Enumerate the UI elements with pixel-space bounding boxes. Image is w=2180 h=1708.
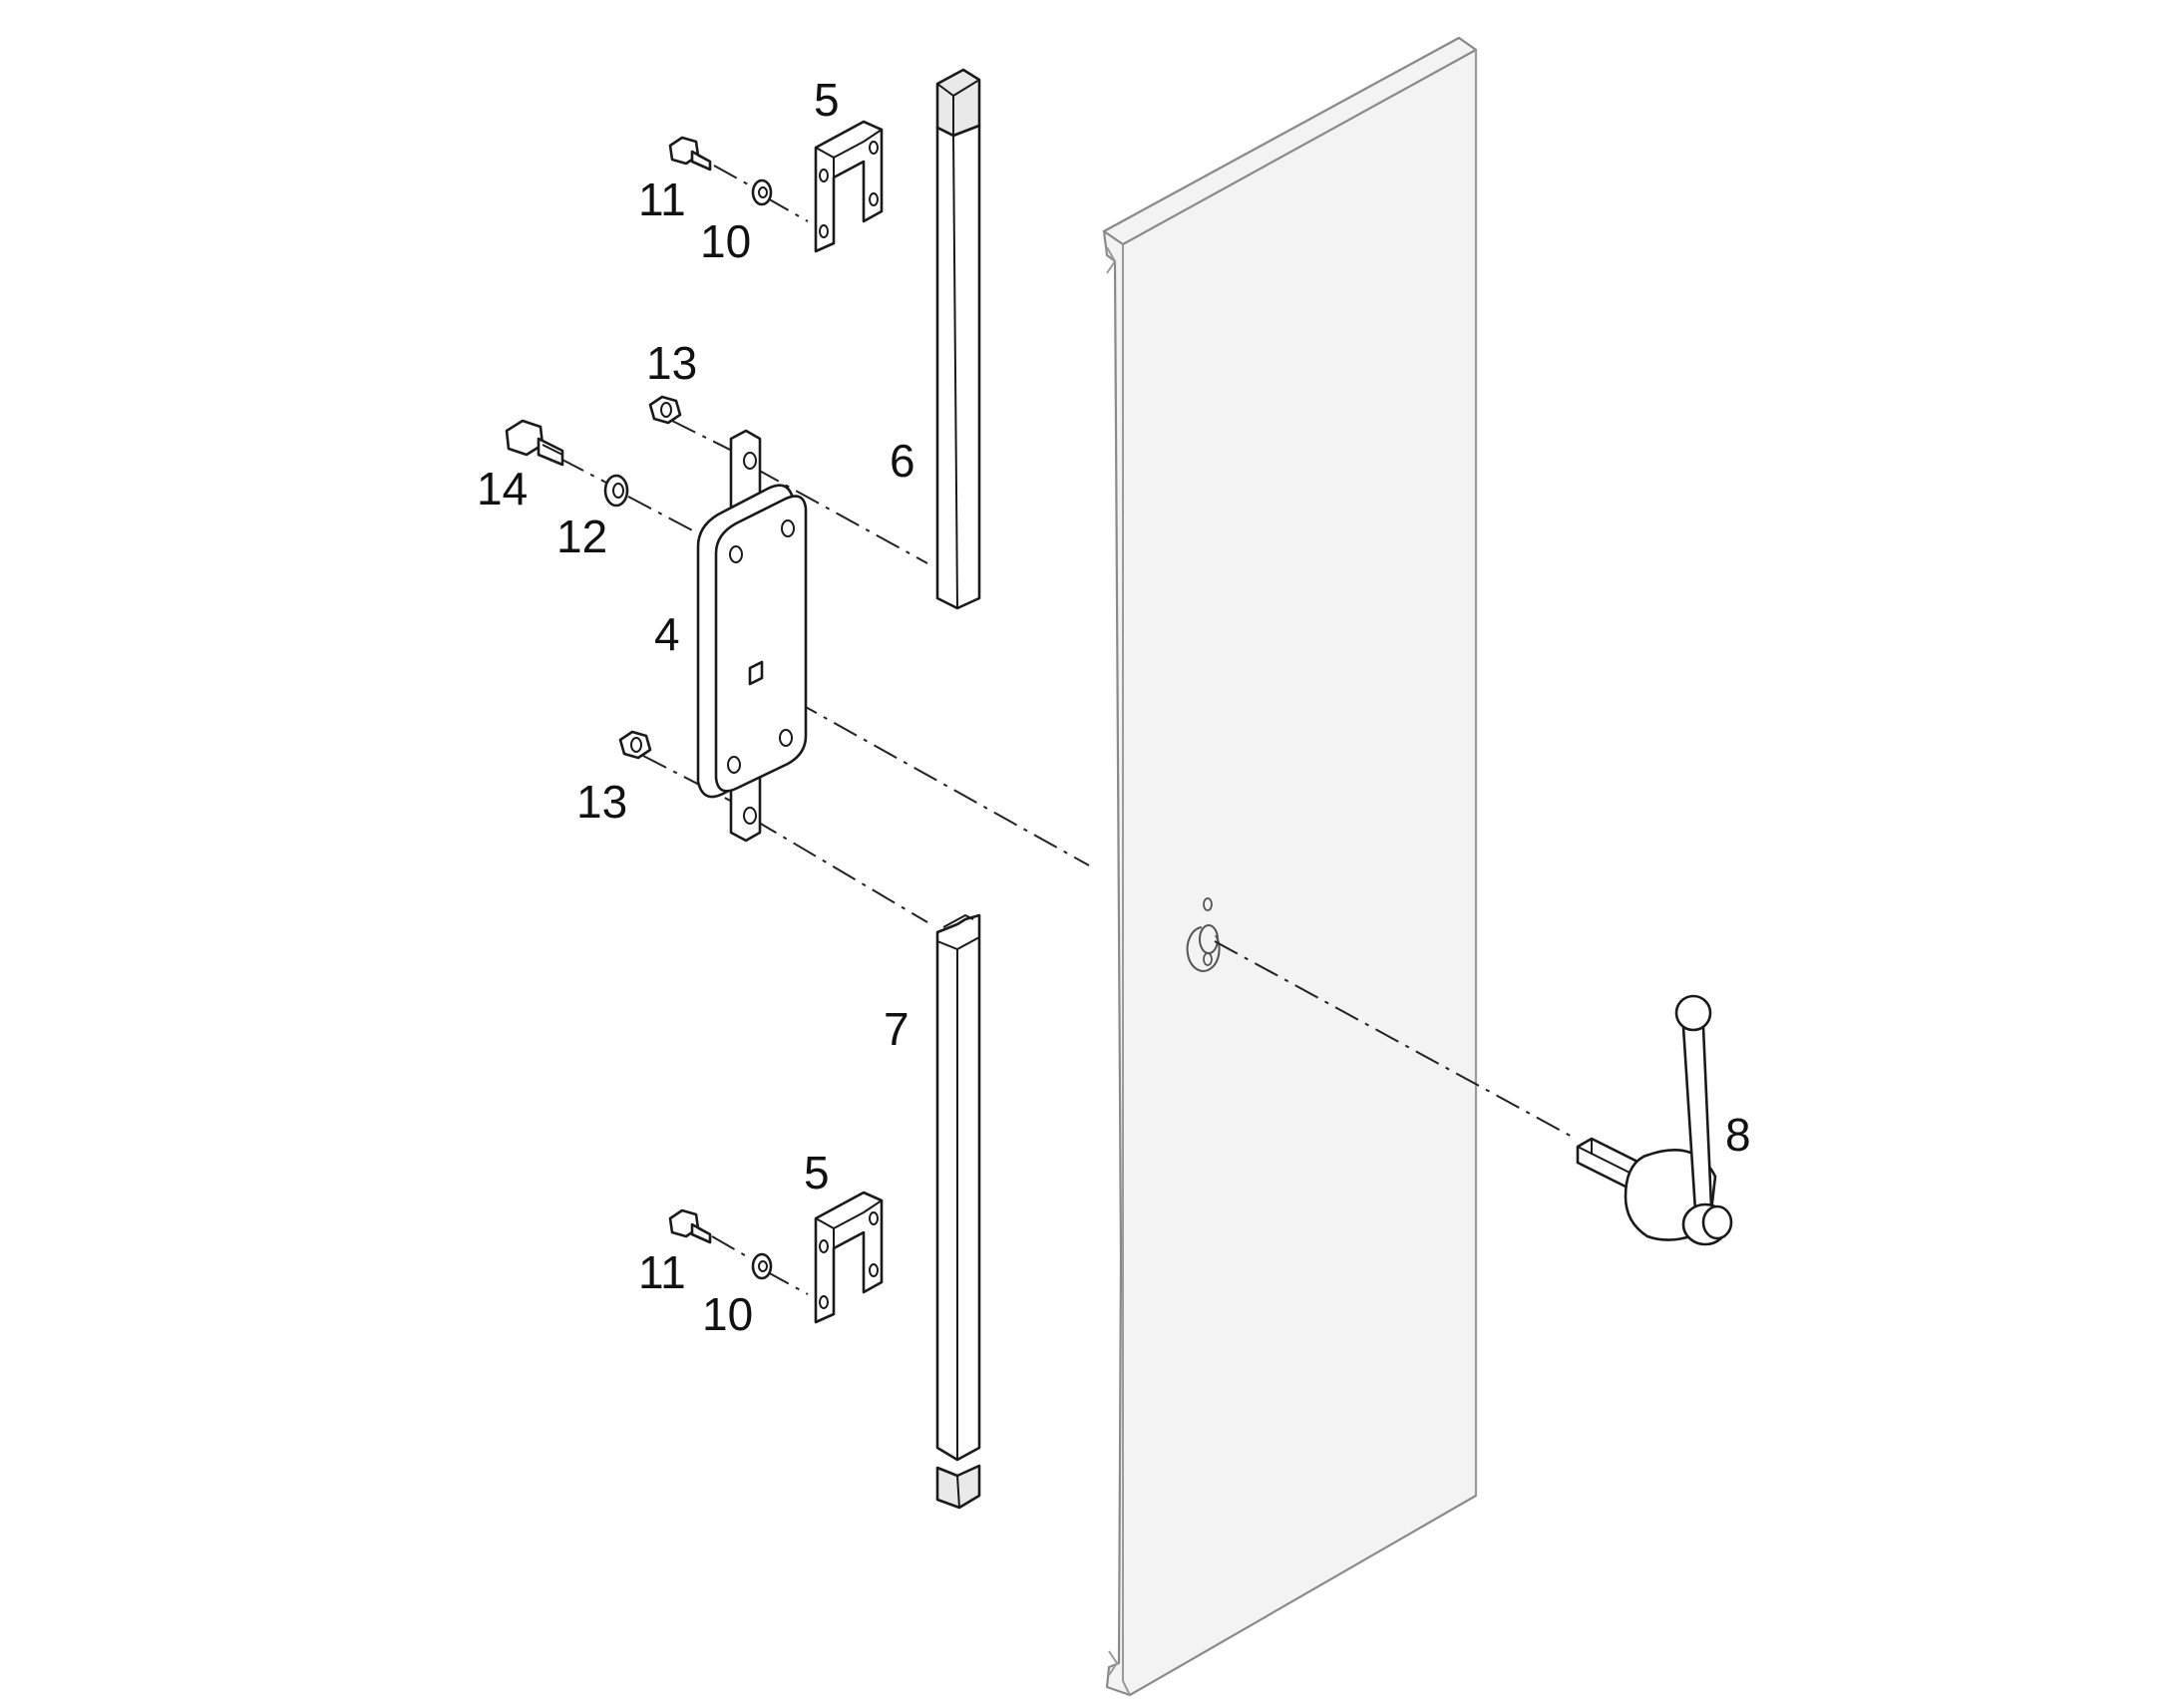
door-panel [1102,36,1478,1697]
callout-4: 4 [654,608,680,660]
upper-rod [935,68,981,610]
washer-10-bottom [751,1252,773,1280]
lock-body [696,429,808,843]
bracket-top [814,120,884,253]
callout-13-top: 13 [646,337,697,389]
callout-8: 8 [1725,1109,1751,1161]
lever-handle [1576,994,1733,1246]
bolt-14 [505,419,564,467]
nut-13-top [648,395,682,425]
callout-12: 12 [556,511,607,562]
callout-10-bottom: 10 [702,1288,753,1340]
washer-10-top [751,178,773,206]
callout-14: 14 [477,463,528,514]
door-handle-hole [1186,897,1221,972]
callout-5-top: 5 [814,74,840,126]
callout-11-bottom: 11 [638,1246,686,1298]
lower-rod [935,913,981,1510]
callout-10-top: 10 [700,215,751,267]
callout-6: 6 [890,435,915,487]
bracket-bottom [814,1191,884,1324]
bolt-11-bottom [668,1208,712,1244]
washer-12 [603,474,629,508]
bolt-11-top [668,136,712,171]
callout-11-top: 11 [638,173,686,225]
callout-7: 7 [884,1003,909,1055]
leader-lines [559,165,1577,1295]
nut-13-bottom [618,730,652,760]
callout-5-bottom: 5 [804,1147,830,1198]
callout-labels: 5 11 10 13 6 14 12 4 13 7 8 5 11 10 [477,74,1751,1340]
callout-13-bottom: 13 [576,776,627,828]
